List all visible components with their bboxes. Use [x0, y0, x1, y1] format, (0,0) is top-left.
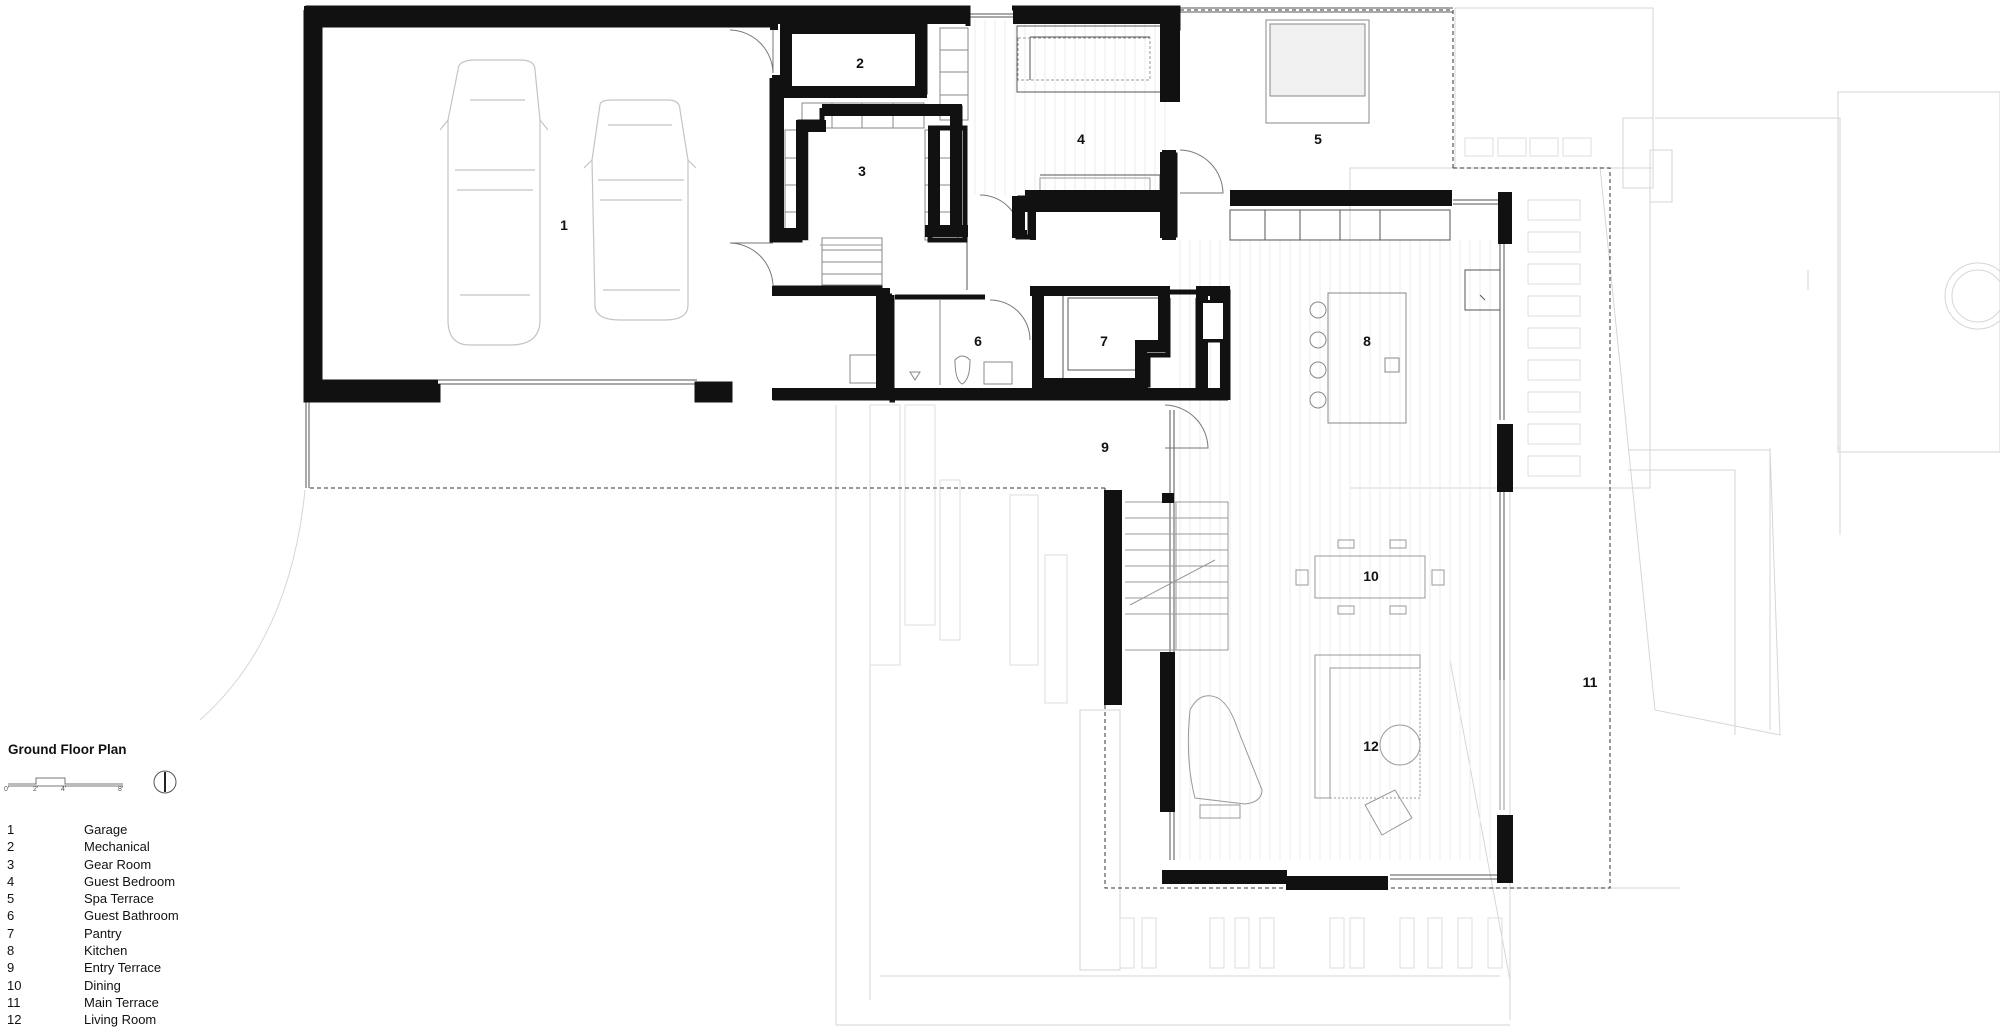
room-label-3: 3: [858, 163, 866, 179]
scale-tick: 4': [61, 786, 67, 793]
legend-row: 6 Guest Bathroom: [7, 907, 179, 924]
legend-room-name: Entry Terrace: [84, 960, 162, 976]
floor-hatch: [974, 20, 1491, 860]
room-labels: 1 2 3 4 5 6 7 8 9 10 11 12: [560, 55, 1598, 754]
dining-table: [1295, 539, 1445, 615]
room-label-5: 5: [1314, 131, 1322, 147]
plan-title: Ground Floor Plan: [8, 742, 127, 757]
legend-row: 9 Entry Terrace: [7, 959, 179, 976]
legend-row: 3 Gear Room: [7, 856, 179, 873]
legend-row: 10 Dining: [7, 977, 179, 994]
room-label-1: 1: [560, 217, 568, 233]
room-label-4: 4: [1077, 131, 1085, 147]
garage-cars: [439, 59, 697, 346]
legend-number: 3: [7, 856, 15, 872]
room-label-11: 11: [1583, 674, 1598, 690]
spa-tub: [1265, 19, 1370, 124]
scale-tick: 8': [118, 786, 124, 793]
walls-bold: [304, 6, 1513, 890]
guest-bedroom-furniture: [1017, 37, 1151, 196]
room-label-10: 10: [1363, 568, 1379, 584]
legend-room-name: Kitchen: [84, 943, 128, 959]
room-label-7: 7: [1100, 333, 1108, 349]
legend-number: 6: [7, 908, 15, 924]
living-room-furniture: [1187, 654, 1505, 836]
legend-row: 12 Living Room: [7, 1011, 179, 1028]
legend-row: 4 Guest Bedroom: [7, 873, 179, 890]
legend-room-name: Guest Bathroom: [84, 908, 179, 924]
gear-room-fixtures: [784, 27, 969, 286]
legend-row: 5 Spa Terrace: [7, 890, 179, 907]
kitchen-island: [1309, 292, 1407, 424]
room-label-6: 6: [974, 333, 982, 349]
legend-number: 12: [7, 1012, 22, 1028]
legend-room-name: Guest Bedroom: [84, 873, 176, 889]
legend-number: 8: [7, 943, 15, 959]
scale-bar: [8, 777, 123, 787]
legend-room-name: Pantry: [84, 925, 122, 941]
legend-number: 10: [7, 977, 22, 993]
legend-room-name: Main Terrace: [84, 994, 159, 1010]
room-legend: 1 Garage 2 Mechanical 3 Gear Room 4 Guest Be…: [7, 821, 179, 1029]
bathroom-fixtures: [849, 300, 1013, 385]
room-label-2: 2: [856, 55, 864, 71]
legend-number: 7: [7, 925, 15, 941]
legend-number: 4: [7, 873, 15, 889]
legend-number: 11: [7, 994, 21, 1010]
room-label-12: 12: [1363, 738, 1379, 754]
legend-room-name: Living Room: [84, 1012, 157, 1028]
legend-number: 9: [7, 960, 15, 976]
legend-row: 2 Mechanical: [7, 838, 179, 855]
room-label-9: 9: [1101, 439, 1109, 455]
door-swings: [729, 29, 1224, 449]
legend-number: 1: [7, 822, 15, 837]
legend-room-name: Gear Room: [84, 856, 152, 872]
legend-number: 5: [7, 891, 15, 907]
legend-number: 2: [7, 839, 15, 855]
scale-tick: 2': [33, 786, 39, 793]
legend-row: 1 Garage: [7, 821, 179, 838]
scale-tick: 0': [4, 786, 10, 793]
legend-room-name: Spa Terrace: [84, 891, 154, 907]
legend-room-name: Garage: [84, 822, 128, 837]
legend-room-name: Dining: [84, 977, 121, 993]
room-label-8: 8: [1363, 333, 1371, 349]
north-arrow-icon: [153, 770, 177, 794]
legend-row: 7 Pantry: [7, 925, 179, 942]
legend-row: 8 Kitchen: [7, 942, 179, 959]
dashed-terrace-outlines: [310, 9, 1611, 889]
exterior-pavers: [869, 137, 1592, 969]
legend-room-name: Mechanical: [84, 839, 150, 855]
legend-row: 11 Main Terrace: [7, 994, 179, 1011]
stairs: [820, 244, 1229, 651]
site-context: [199, 7, 2000, 1026]
